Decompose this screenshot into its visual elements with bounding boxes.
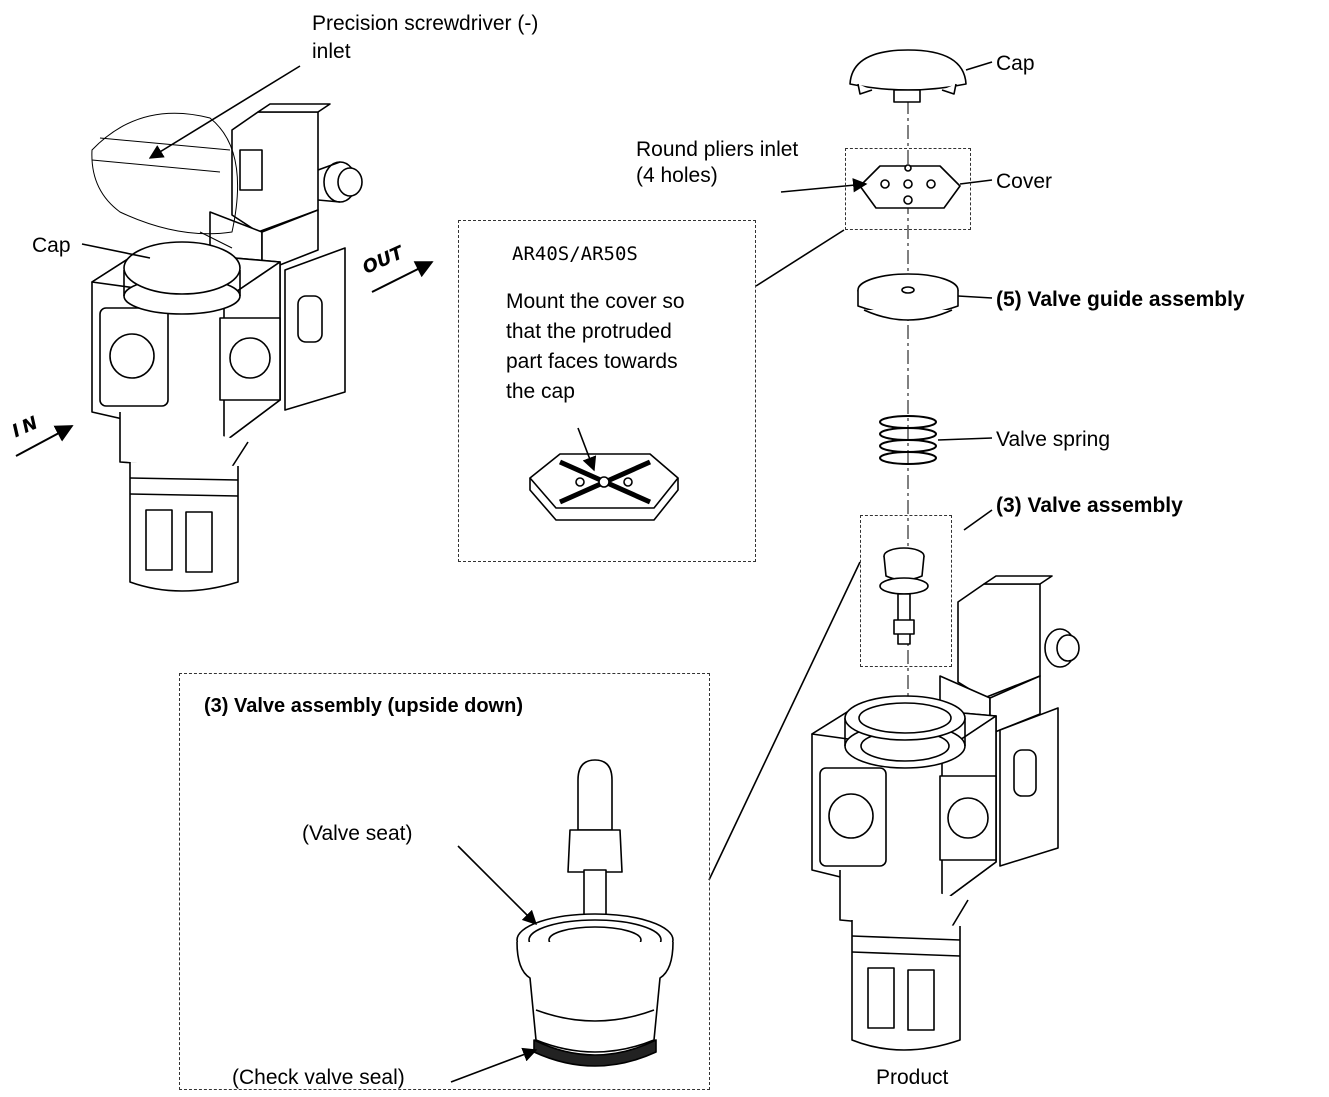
valve-spring-label: Valve spring [996, 428, 1111, 451]
valve-seat-label: (Valve seat) [302, 822, 413, 845]
screwdriver-label-line2: inlet [312, 40, 351, 63]
check-seal-arrow [450, 1047, 538, 1083]
valve-seat-arrow [457, 845, 538, 926]
cover-note-drawing [529, 453, 679, 521]
product-label: Product [876, 1066, 949, 1089]
protrusion-arrow [577, 427, 597, 472]
cover-label: Cover [996, 170, 1053, 193]
out-arrow [371, 261, 434, 293]
cap-label-left: Cap [32, 234, 71, 257]
cover-note-line4: the cap [506, 380, 575, 403]
cover-note-line3: part faces towards [506, 350, 678, 373]
pliers-label-line1: Round pliers inlet [636, 138, 799, 161]
check-valve-seal-label: (Check valve seal) [232, 1066, 405, 1089]
cover-callout-box [845, 148, 971, 230]
detail-title: (3) Valve assembly (upside down) [204, 695, 523, 717]
pliers-label-line2: (4 holes) [636, 164, 718, 187]
valve-spring-leader [937, 437, 993, 441]
cap-right-leader [965, 61, 993, 71]
cap-left-leader [81, 243, 151, 259]
screwdriver-label-line1: Precision screwdriver (-) [312, 12, 539, 35]
detail-leader [708, 561, 861, 881]
pliers-arrow [780, 178, 868, 193]
cover-note-line2: that the protruded [506, 320, 672, 343]
detail-box [179, 673, 710, 1090]
valve-assembly-callout-box [860, 515, 952, 667]
valve-guide-leader [957, 295, 993, 299]
detail-valve-drawing [516, 759, 674, 1067]
cover-note-leader [755, 229, 845, 287]
valve-guide-label: (5) Valve guide assembly [996, 288, 1245, 311]
cover-note-box [458, 220, 756, 562]
cap-label-right: Cap [996, 52, 1035, 75]
right-exploded-drawing [811, 49, 1080, 1051]
cover-note-line1: Mount the cover so [506, 290, 685, 313]
cover-leader [959, 179, 993, 185]
valve-assembly-leader [963, 509, 993, 531]
valve-assembly-label: (3) Valve assembly [996, 494, 1183, 517]
cover-note-model: AR40S/AR50S [512, 243, 638, 265]
left-product-drawing [91, 103, 363, 592]
screwdriver-arrow [148, 65, 301, 159]
in-arrow [15, 425, 74, 457]
